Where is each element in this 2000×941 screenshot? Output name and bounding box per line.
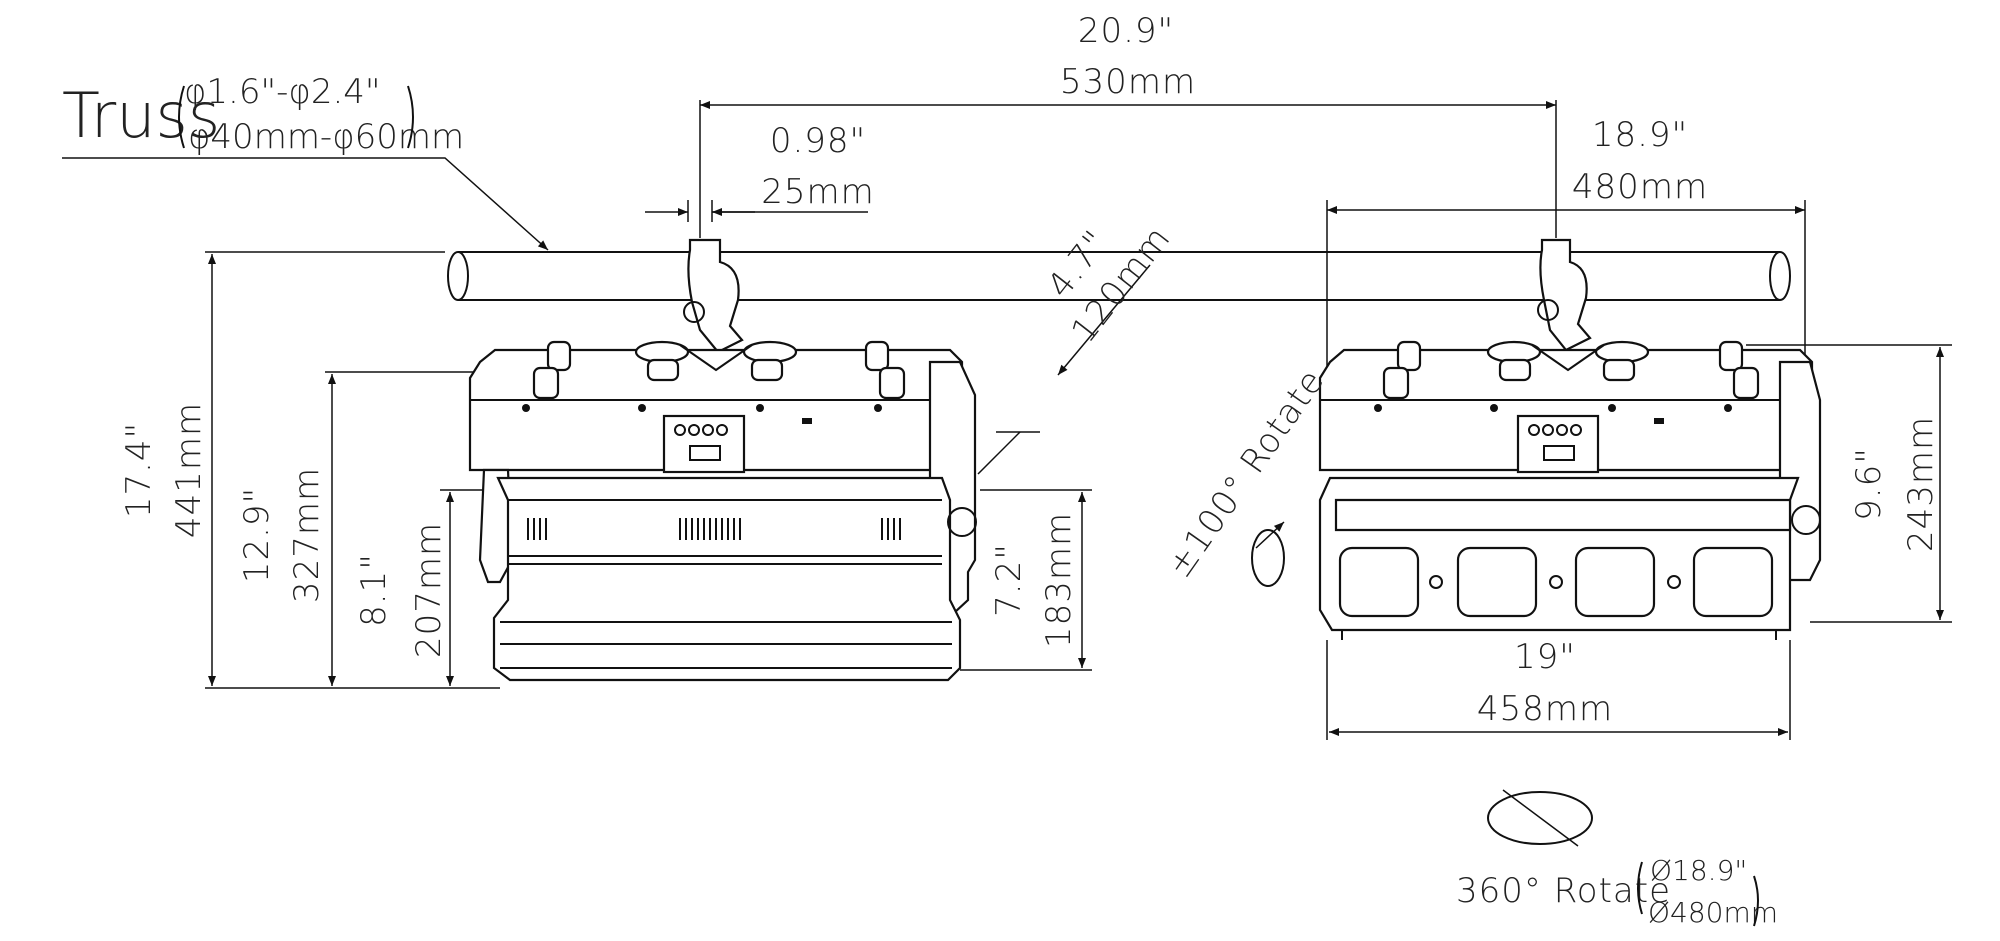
vents (527, 518, 901, 540)
dim-diagonal: 4.7" 120mm (977, 219, 1179, 475)
clamp-width-in: 0.98" (770, 121, 866, 161)
control-panel (662, 414, 746, 474)
mid-height-mm: 327mm (287, 467, 327, 603)
top-width-mm: 530mm (1060, 62, 1196, 102)
pan-rotate-label: 360° Rotate (1456, 871, 1671, 911)
pan-diam-in: Ø18.9" (1650, 854, 1747, 887)
truss-label-group: Truss φ1.6"-φ2.4" φ40mm-φ60mm (62, 72, 549, 251)
right-width-mm: 480mm (1572, 167, 1708, 207)
clamp-width-mm: 25mm (761, 172, 875, 212)
truss-leader (62, 157, 549, 251)
total-height-mm: 441mm (169, 402, 209, 538)
fixture-side-view (1318, 238, 1822, 640)
lens-array (1338, 546, 1774, 618)
clamp (687, 238, 744, 354)
head-body (492, 476, 962, 682)
right-height-in: 9.6" (1849, 447, 1889, 521)
tilt-rotate-label: ±100° Rotate (1160, 362, 1333, 585)
dim-head-height: 7.2" 183mm (960, 489, 1092, 671)
dim-right-height: 9.6" 243mm (1746, 344, 1952, 623)
low-height-in: 8.1" (354, 553, 394, 627)
head-height-in: 7.2" (989, 543, 1029, 617)
yoke-arm-left (478, 468, 514, 584)
right-height-mm: 243mm (1901, 416, 1941, 552)
tilt-rotate-icon (1251, 529, 1285, 587)
total-height-in: 17.4" (119, 422, 159, 518)
truss-range-in: φ1.6"-φ2.4" (184, 72, 381, 112)
dim-low-height: 8.1" 207mm (354, 489, 510, 686)
top-width-in: 20.9" (1078, 11, 1174, 51)
control-panel-right (1516, 414, 1600, 474)
low-height-mm: 207mm (409, 522, 449, 658)
fixture-front-view (468, 238, 977, 682)
head-height-mm: 183mm (1039, 512, 1079, 648)
truss-label: Truss (62, 79, 220, 152)
right-width-in: 18.9" (1592, 115, 1688, 155)
clamp-right (1539, 238, 1592, 352)
pan-rotate-icon (1487, 791, 1593, 845)
dim-bottom-width: 19" 458mm (1326, 637, 1791, 740)
truss-paren-right (407, 85, 414, 149)
yoke-knobs-right (1382, 340, 1760, 400)
dim-clamp-width: 0.98" 25mm (645, 121, 875, 222)
truss-paren-left (178, 85, 185, 149)
dim-total-height: 17.4" 441mm (119, 251, 500, 689)
bottom-width-in: 19" (1514, 637, 1576, 677)
tilt-rotate: ±100° Rotate (1160, 362, 1333, 587)
dim-top-width: 20.9" 530mm (699, 11, 1557, 238)
mid-height-in: 12.9" (237, 487, 277, 583)
yoke-knobs (532, 340, 906, 400)
pan-rotate: 360° Rotate Ø18.9" Ø480mm (1456, 789, 1778, 929)
bottom-width-mm: 458mm (1477, 689, 1613, 729)
truss-range-mm: φ40mm-φ60mm (188, 117, 464, 157)
dim-right-width: 18.9" 480mm (1326, 115, 1806, 370)
